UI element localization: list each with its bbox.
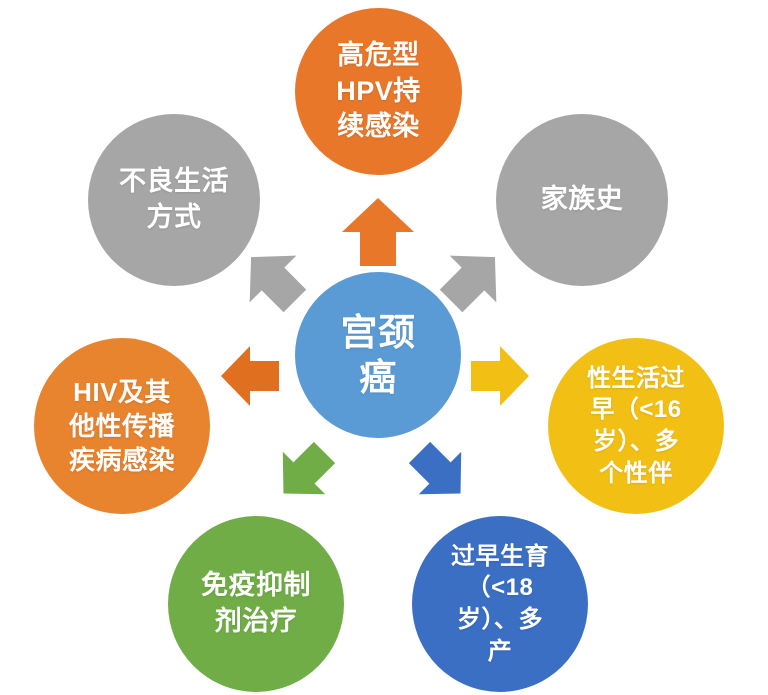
node-birth-label: 过早生育 （<18 岁）、多 产 xyxy=(450,542,549,665)
arrow-down-left-icon xyxy=(259,428,348,517)
node-family-history[interactable]: 家族史 xyxy=(496,114,668,286)
node-sexlife-label: 性生活过 早（<16 岁）、多 个性伴 xyxy=(586,364,685,487)
arrow-right-icon xyxy=(469,344,531,408)
node-lifestyle-label: 不良生活 方式 xyxy=(119,166,229,232)
arrow-up-icon xyxy=(340,196,416,268)
arrow-down-right-icon xyxy=(395,428,484,517)
node-hpv-infection[interactable]: 高危型 HPV持 续感染 xyxy=(295,8,462,175)
node-early-childbirth[interactable]: 过早生育 （<18 岁）、多 产 xyxy=(412,516,588,692)
node-cervical-cancer[interactable]: 宫颈 癌 xyxy=(295,272,461,438)
node-hiv-label: HIV及其 他性传播 疾病感染 xyxy=(68,376,175,476)
node-center-label: 宫颈 癌 xyxy=(340,311,416,398)
node-family-label: 家族史 xyxy=(540,184,624,215)
node-immunosuppressive-therapy[interactable]: 免疫抑制 剂治疗 xyxy=(168,516,344,692)
node-hiv-sti-infection[interactable]: HIV及其 他性传播 疾病感染 xyxy=(34,338,210,514)
arrow-left-icon xyxy=(219,344,281,408)
node-unhealthy-lifestyle[interactable]: 不良生活 方式 xyxy=(88,114,260,286)
node-early-sexual-activity[interactable]: 性生活过 早（<16 岁）、多 个性伴 xyxy=(548,338,724,514)
arrow-up-right-icon xyxy=(425,231,521,327)
node-immuno-label: 免疫抑制 剂治疗 xyxy=(200,570,311,636)
arrow-up-left-icon xyxy=(225,231,321,327)
node-hpv-label: 高危型 HPV持 续感染 xyxy=(336,40,421,142)
